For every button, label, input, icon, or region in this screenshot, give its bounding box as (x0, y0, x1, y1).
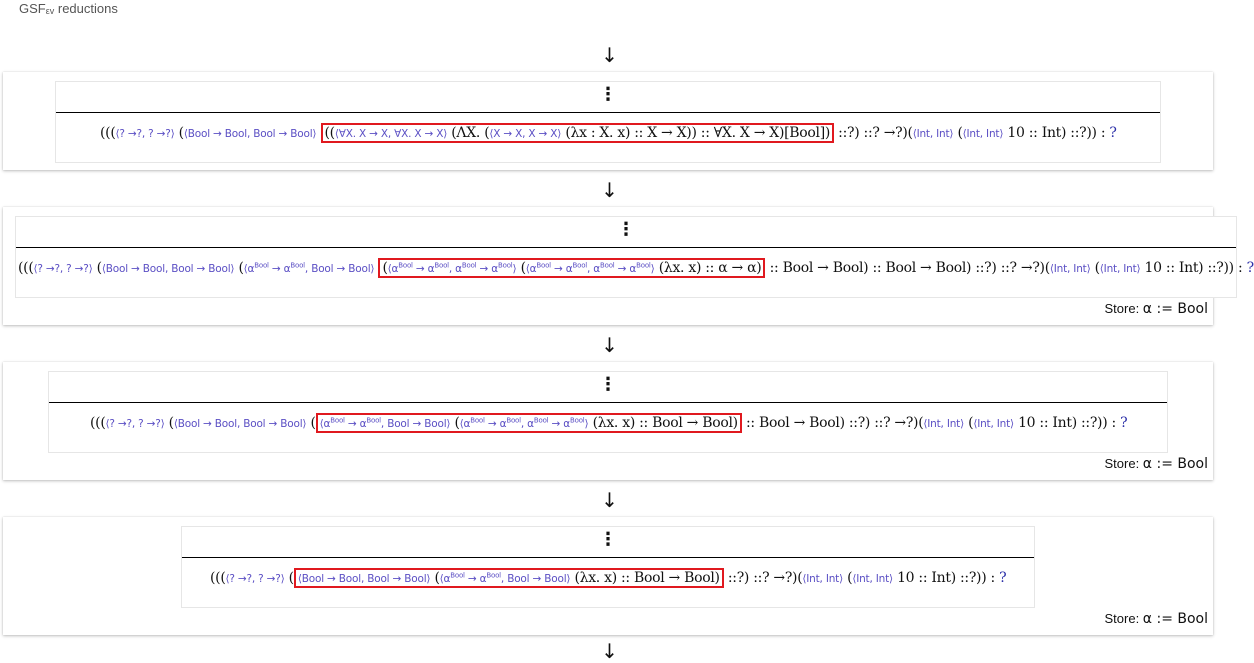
derivation-tree: ⋮ (((⟨? →?, ? →?⟩ (⟨Bool → Bool, Bool → … (15, 216, 1254, 298)
reduction-step-card: ⋮ (((⟨? →?, ? →?⟩ (⟨Bool → Bool, Bool → … (3, 362, 1213, 480)
collapsed-premises-icon[interactable]: ⋮ (599, 374, 617, 395)
reduction-arrow-icon: ↓ (601, 488, 618, 512)
reduction-step-card: ⋮ (((⟨? →?, ? →?⟩ (⟨Bool → Bool, Bool → … (3, 72, 1213, 170)
inference-rule-line (182, 557, 1034, 558)
inference-rule-line (56, 112, 1160, 113)
derivation-tree: ⋮ (((⟨? →?, ? →?⟩ (⟨Bool → Bool, Bool → … (48, 371, 1168, 453)
reduction-step-card: ⋮ (((⟨? →?, ? →?⟩ (⟨Bool → Bool, Bool → … (3, 207, 1254, 325)
store-label: Store: α := Bool (1104, 456, 1209, 472)
store-label: Store: α := Bool (1104, 301, 1209, 317)
reduction-term: (((⟨? →?, ? →?⟩ (⟨Bool → Bool, Bool → Bo… (210, 568, 1007, 588)
store-label: Store: α := Bool (1104, 611, 1209, 627)
derivation-tree: ⋮ (((⟨? →?, ? →?⟩ (⟨Bool → Bool, Bool → … (55, 81, 1161, 163)
page-title: GSFεv reductions (19, 1, 118, 16)
reduction-term: (((⟨? →?, ? →?⟩ (⟨Bool → Bool, Bool → Bo… (18, 258, 1254, 278)
reduction-arrow-icon: ↓ (601, 43, 618, 67)
collapsed-premises-icon[interactable]: ⋮ (599, 529, 617, 550)
reduction-step-card: ⋮ (((⟨? →?, ? →?⟩ (⟨Bool → Bool, Bool → … (3, 517, 1213, 635)
derivation-tree: ⋮ (((⟨? →?, ? →?⟩ (⟨Bool → Bool, Bool → … (181, 526, 1035, 608)
inference-rule-line (16, 247, 1236, 248)
inference-rule-line (49, 402, 1167, 403)
reduction-arrow-icon: ↓ (601, 639, 618, 663)
reduction-term: (((⟨? →?, ? →?⟩ (⟨Bool → Bool, Bool → Bo… (100, 123, 1117, 143)
reduction-term: (((⟨? →?, ? →?⟩ (⟨Bool → Bool, Bool → Bo… (90, 413, 1128, 433)
reduction-arrow-icon: ↓ (601, 178, 618, 202)
reduction-arrow-icon: ↓ (601, 333, 618, 357)
collapsed-premises-icon[interactable]: ⋮ (617, 219, 635, 240)
collapsed-premises-icon[interactable]: ⋮ (599, 84, 617, 105)
